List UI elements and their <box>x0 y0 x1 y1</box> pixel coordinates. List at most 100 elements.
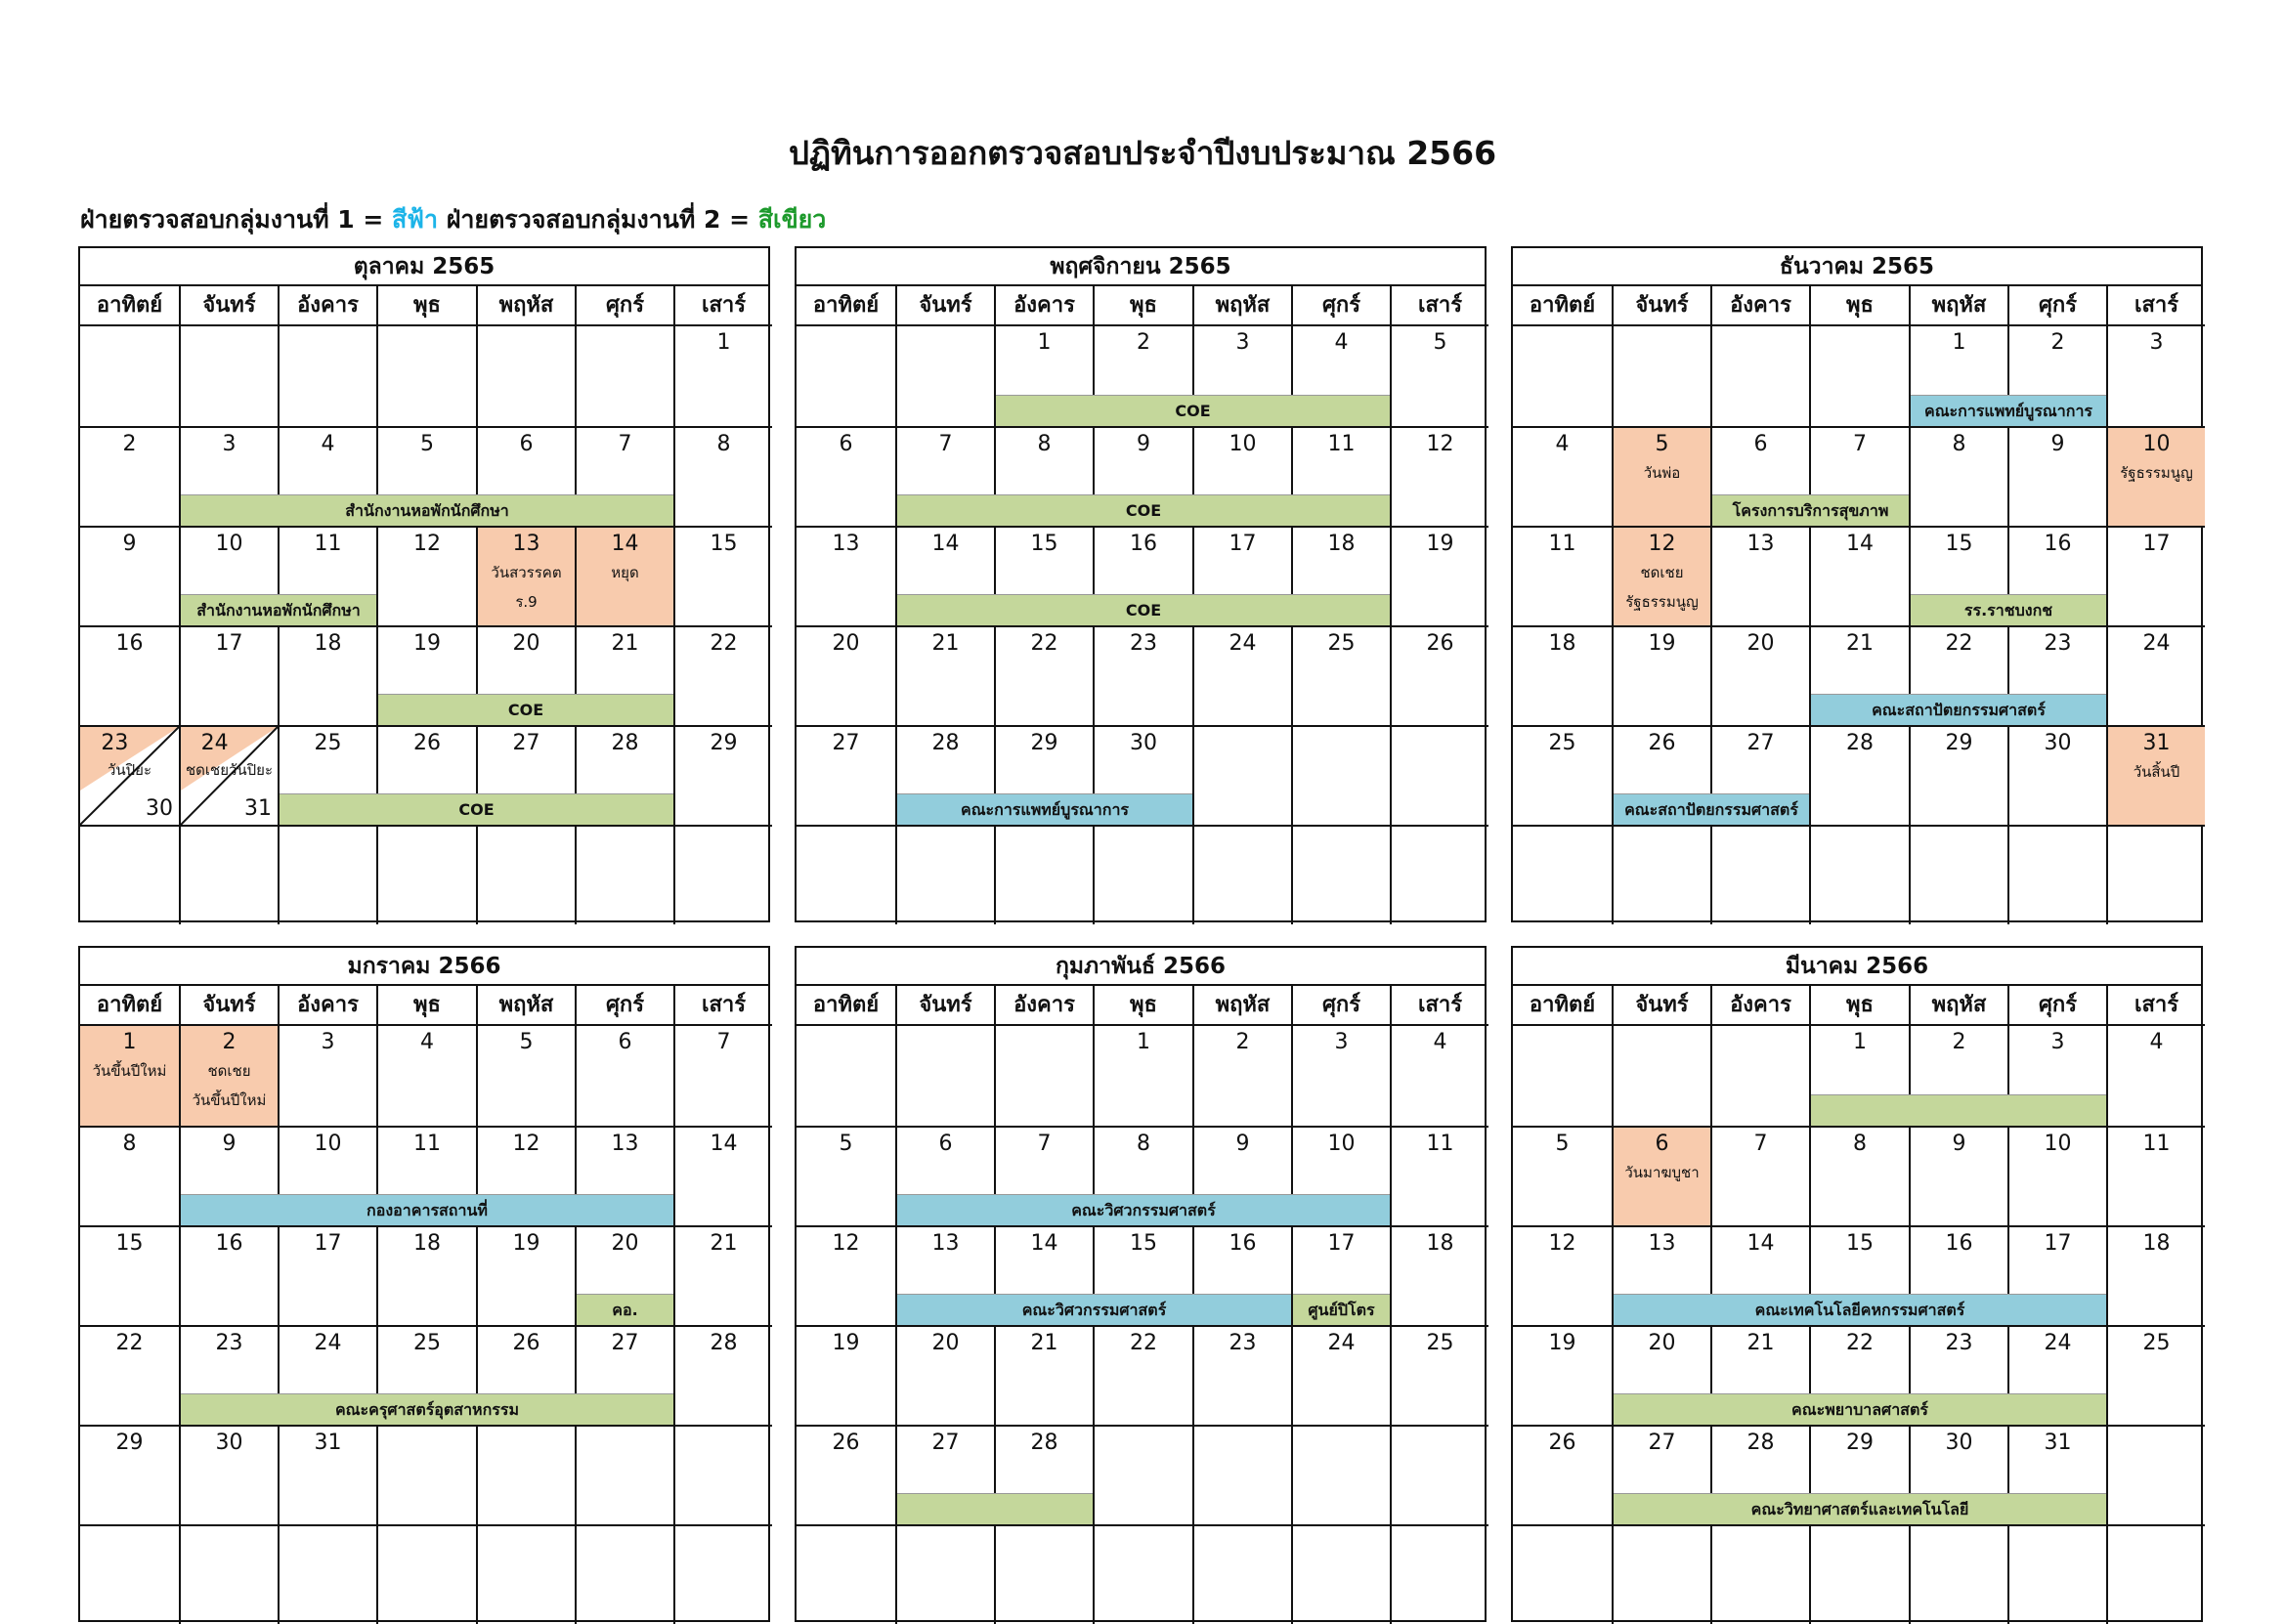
day-cell: 3 <box>2106 326 2205 426</box>
audit-event-bar[interactable]: โครงการบริการสุขภาพ <box>1712 494 1909 526</box>
audit-event-bar[interactable]: คณะเทคโนโลยีคหกรรมศาสตร์ <box>1614 1294 2106 1325</box>
day-cell: 7 <box>1710 1126 1809 1225</box>
day-cell: 18 <box>376 1225 476 1325</box>
day-cell <box>376 326 476 426</box>
audit-event-bar[interactable]: สำนักงานหอพักนักศึกษา <box>181 594 376 625</box>
day-number: 10 <box>2044 1132 2072 1156</box>
day-cell <box>1390 1524 1488 1624</box>
day-cell: 29 <box>1909 725 2007 825</box>
audit-event-bar[interactable]: กองอาคารสถานที่ <box>181 1194 673 1225</box>
audit-event-bar[interactable]: COE <box>897 594 1390 625</box>
audit-event-bar[interactable]: COE <box>897 494 1390 526</box>
audit-event-bar[interactable]: คณะสถาปัตยกรรมศาสตร์ <box>1811 694 2106 725</box>
day-cell: 31 <box>2007 1425 2106 1524</box>
day-cell <box>1093 825 1192 924</box>
day-cell: 16 <box>1093 526 1192 625</box>
audit-event-bar[interactable]: คณะครุศาสตร์อุตสาหกรรม <box>181 1393 673 1425</box>
weekday-header: จันทร์ <box>895 986 994 1026</box>
day-cell <box>1612 1026 1710 1126</box>
audit-event-bar[interactable]: คณะพยาบาลศาสตร์ <box>1614 1393 2106 1425</box>
day-cell: 28 <box>994 1425 1093 1524</box>
day-cell: 6 <box>1710 426 1809 526</box>
audit-event-bar[interactable]: สำนักงานหอพักนักศึกษา <box>181 494 673 526</box>
audit-event-bar[interactable]: COE <box>378 694 673 725</box>
day-number: 19 <box>832 1331 860 1355</box>
day-cell: 11 <box>2106 1126 2205 1225</box>
day-number: 11 <box>1327 432 1356 456</box>
day-cell: 13 <box>797 526 895 625</box>
day-cell: 11 <box>1390 1126 1488 1225</box>
legend-team1-color: สีฟ้า <box>392 205 439 234</box>
day-number: 24 <box>1229 631 1257 656</box>
day-number: 4 <box>1555 432 1570 456</box>
month-title: มกราคม 2566 <box>80 948 768 986</box>
holiday-note: วันสิ้นปี <box>2133 763 2180 781</box>
day-cell: 20 <box>895 1325 994 1425</box>
day-number: 11 <box>413 1132 441 1156</box>
day-cell <box>2106 825 2205 924</box>
audit-event-bar[interactable]: คณะการแพทย์บูรณาการ <box>897 793 1192 825</box>
weekday-header: อาทิตย์ <box>80 286 179 326</box>
split-day-diagonal <box>181 727 278 825</box>
audit-event-bar[interactable] <box>1811 1094 2106 1126</box>
day-number: 20 <box>1648 1331 1676 1355</box>
day-cell: 25 <box>2106 1325 2205 1425</box>
weekday-header: อาทิตย์ <box>797 986 895 1026</box>
audit-event-bar[interactable]: คอ. <box>577 1294 673 1325</box>
day-number: 13 <box>1746 532 1775 556</box>
legend-team1-label: ฝ่ายตรวจสอบกลุ่มงานที่ 1 = <box>80 205 393 234</box>
day-number: 19 <box>1648 631 1676 656</box>
day-number: 15 <box>1030 532 1058 556</box>
holiday-note: วันสวรรคต <box>491 564 562 581</box>
day-cell: 4 <box>1390 1026 1488 1126</box>
day-cell <box>1710 1524 1809 1624</box>
day-number: 14 <box>1846 532 1874 556</box>
day-number: 14 <box>1030 1231 1058 1256</box>
day-cell: 8 <box>1809 1126 1909 1225</box>
audit-event-bar[interactable]: COE <box>996 395 1390 426</box>
audit-event-bar[interactable] <box>897 1493 1093 1524</box>
day-number: 9 <box>1952 1132 1966 1156</box>
holiday-note: ชดเชยวันปิยะ <box>185 761 274 779</box>
day-cell <box>1710 825 1809 924</box>
audit-event-bar[interactable]: คณะการแพทย์บูรณาการ <box>1911 395 2106 426</box>
day-cell: 9 <box>1909 1126 2007 1225</box>
audit-event-bar[interactable]: COE <box>280 793 673 825</box>
audit-event-bar[interactable]: คณะสถาปัตยกรรมศาสตร์ <box>1614 793 1809 825</box>
day-cell: 27 <box>895 1425 994 1524</box>
day-number: 23 <box>215 1331 243 1355</box>
weekday-header: เสาร์ <box>1390 986 1488 1026</box>
day-cell <box>673 825 772 924</box>
audit-event-bar[interactable]: คณะวิทยาศาสตร์และเทคโนโลยี <box>1614 1493 2106 1524</box>
day-cell <box>895 1524 994 1624</box>
weekday-header: เสาร์ <box>1390 286 1488 326</box>
day-number: 3 <box>1235 330 1250 355</box>
audit-event-bar[interactable]: คณะวิศวกรรมศาสตร์ <box>897 1194 1390 1225</box>
day-number: 26 <box>512 1331 540 1355</box>
day-number: 2 <box>2050 330 2065 355</box>
day-cell: 2 <box>1192 1026 1291 1126</box>
day-cell <box>895 1026 994 1126</box>
weekday-header: พุธ <box>376 286 476 326</box>
day-number: 2 <box>1952 1030 1966 1054</box>
day-cell: 28 <box>1809 725 1909 825</box>
audit-event-bar[interactable]: รร.ราชบงกช <box>1911 594 2106 625</box>
day-cell: 11 <box>1513 526 1612 625</box>
day-cell <box>1291 825 1390 924</box>
audit-event-bar[interactable]: ศูนย์ปิโตร <box>1293 1294 1390 1325</box>
audit-event-bar[interactable]: คณะวิศวกรรมศาสตร์ <box>897 1294 1291 1325</box>
day-cell: 3 <box>1291 1026 1390 1126</box>
day-number: 26 <box>413 731 441 755</box>
day-cell: 15 <box>994 526 1093 625</box>
weekday-header: ศุกร์ <box>575 286 673 326</box>
day-cell: 25 <box>1291 625 1390 725</box>
day-number: 6 <box>839 432 853 456</box>
day-number: 4 <box>1433 1030 1447 1054</box>
day-cell: 12 <box>476 1126 575 1225</box>
weekday-header: พุธ <box>1093 986 1192 1026</box>
day-cell: 21 <box>575 625 673 725</box>
day-cell: 25 <box>1513 725 1612 825</box>
day-number: 11 <box>314 532 342 556</box>
day-number: 6 <box>1753 432 1768 456</box>
